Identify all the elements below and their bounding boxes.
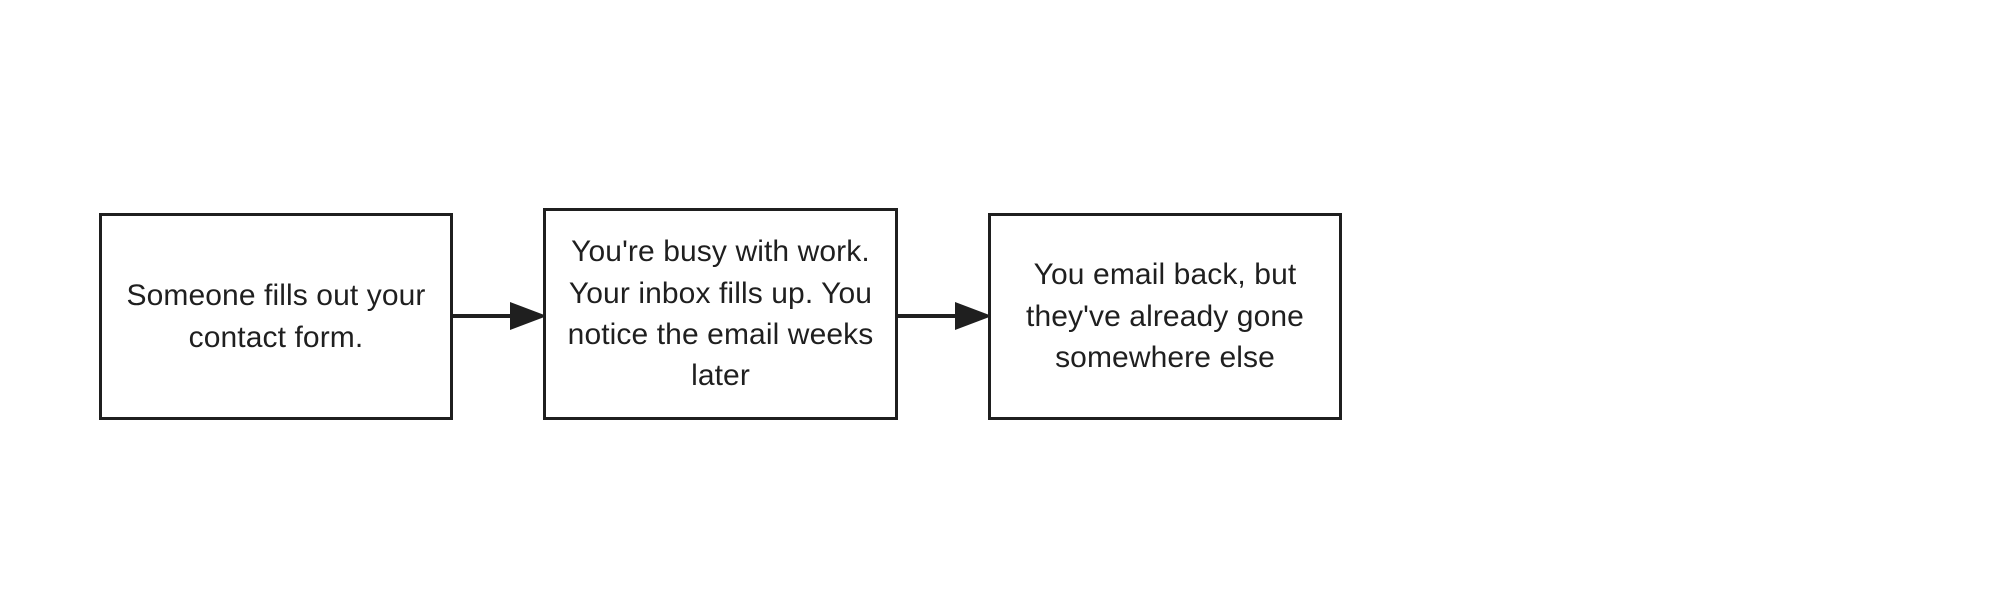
flowchart-node-3[interactable]: You email back, but they've already gone… [988,213,1342,420]
flowchart-node-1-label: Someone fills out your contact form. [126,279,426,354]
flowchart-connector-1 [452,302,547,330]
flowchart-connector-2 [897,302,992,330]
arrowhead-icon [955,302,992,330]
arrowhead-icon [510,302,547,330]
flowchart-node-2[interactable]: You're busy with work. Your inbox fills … [543,208,898,420]
flowchart-node-3-label: You email back, but they've already gone… [1026,258,1304,375]
flowchart-node-1[interactable]: Someone fills out your contact form. [99,213,453,420]
flowchart-node-2-label: You're busy with work. Your inbox fills … [567,235,874,393]
